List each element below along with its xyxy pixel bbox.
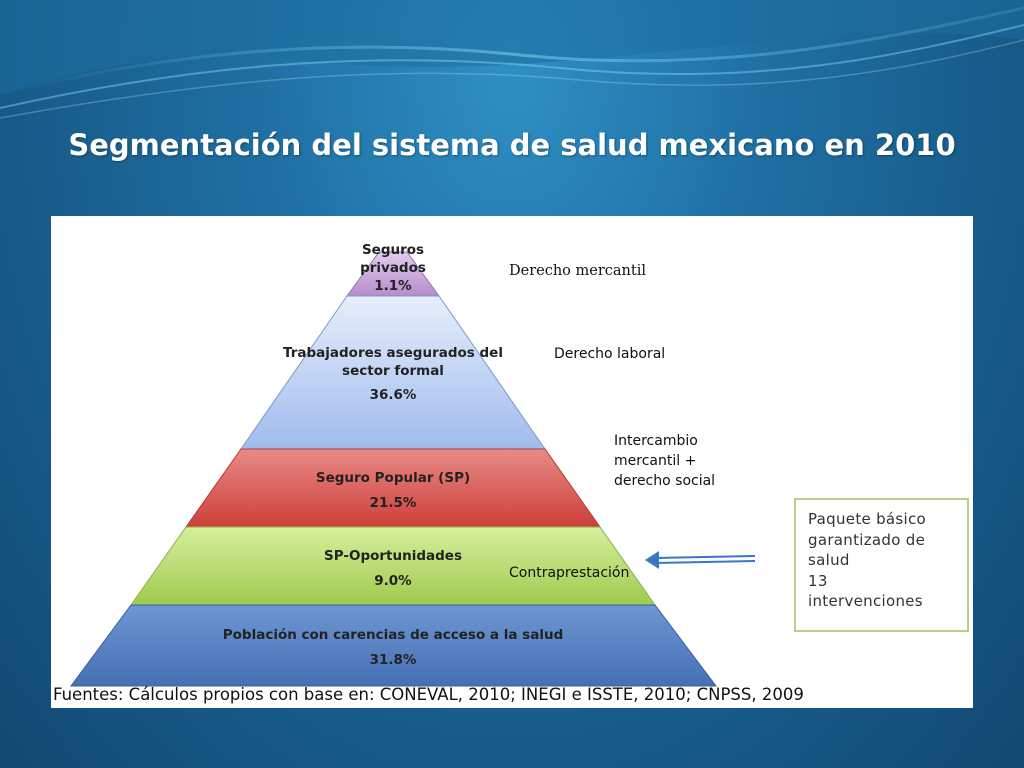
tier-1-value: 1.1%: [374, 278, 412, 294]
tier-3-label: Seguro Popular (SP): [316, 470, 470, 486]
tier-5-value: 31.8%: [370, 652, 417, 668]
tier-4-label: SP-Oportunidades: [324, 548, 462, 564]
pyramid-diagram: Seguros privados 1.1% Trabajadores asegu…: [70, 242, 756, 687]
tier-3-value: 21.5%: [370, 495, 417, 511]
tier-4-value: 9.0%: [374, 573, 412, 589]
tier-5-label: Población con carencias de acceso a la s…: [223, 627, 563, 643]
pyramid-tier-3: [185, 448, 601, 528]
label-intercambio: Intercambio mercantil + derecho social: [614, 433, 716, 489]
tier-2-label-line-2: sector formal: [342, 363, 444, 379]
tier-2-label-line-1: Trabajadores asegurados del: [283, 345, 503, 361]
tier-1-label-line-2: privados: [360, 260, 426, 276]
label-contraprestacion: Contraprestación: [509, 565, 630, 581]
tier-2-value: 36.6%: [370, 387, 417, 403]
arrow-left-icon: [645, 551, 756, 569]
label-derecho-laboral: Derecho laboral: [554, 346, 666, 362]
pyramid-tier-5: [70, 604, 718, 687]
slide-title: Segmentación del sistema de salud mexica…: [68, 128, 956, 162]
decorative-waves: [0, 0, 1024, 119]
diagram-panel: Seguros privados 1.1% Trabajadores asegu…: [51, 216, 973, 708]
sources-footnote: Fuentes: Cálculos propios con base en: C…: [53, 685, 804, 704]
tier-1-label-line-1: Seguros: [362, 242, 424, 258]
paquete-basico-box: Paquete básico garantizado de salud 13 i…: [794, 498, 969, 632]
label-derecho-mercantil: Derecho mercantil: [509, 263, 646, 279]
